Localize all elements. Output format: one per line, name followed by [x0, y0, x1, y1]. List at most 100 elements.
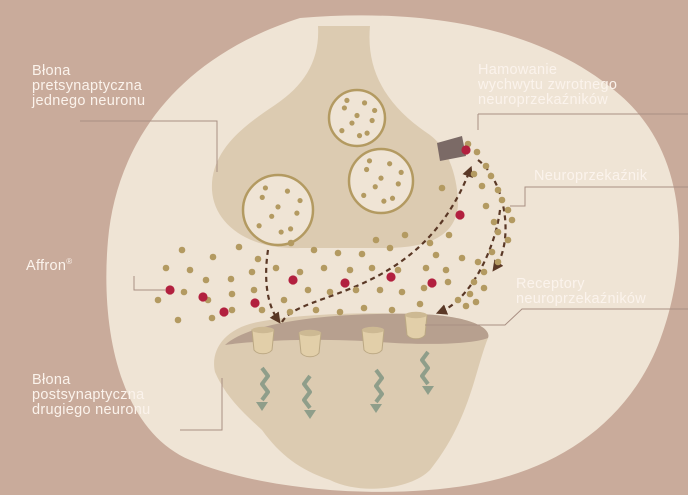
neurotransmitter-molecule	[505, 237, 512, 244]
neurotransmitter-molecule	[229, 307, 236, 314]
neurotransmitter-molecule	[423, 265, 430, 272]
neurotransmitter-molecule	[288, 240, 295, 247]
neurotransmitter-molecule	[463, 303, 470, 310]
affron-molecule	[165, 285, 174, 294]
neurotransmitter-molecule	[155, 297, 162, 304]
neurotransmitter-molecule	[499, 197, 506, 204]
label-line: Neuroprzekaźnik	[534, 169, 647, 184]
label-line: Receptory	[516, 277, 646, 292]
affron-molecule	[427, 278, 436, 287]
neurotransmitter-molecule	[181, 289, 188, 296]
label-line: Błona	[32, 373, 150, 388]
neurotransmitter-molecule	[509, 217, 516, 224]
label-line: drugiego neuronu	[32, 403, 150, 418]
neurotransmitter-molecule	[467, 291, 474, 298]
neurotransmitter-molecule	[445, 279, 452, 286]
neurotransmitter-molecule	[505, 207, 512, 214]
vesicle-molecule	[378, 176, 383, 181]
vesicle-molecule	[373, 184, 378, 189]
vesicle-molecule	[349, 120, 354, 125]
vesicle-molecule	[344, 98, 349, 103]
neurotransmitter-molecule	[443, 267, 450, 274]
label-affron: Affron®	[26, 259, 72, 274]
neurotransmitter-molecule	[209, 315, 216, 322]
neurotransmitter-molecule	[483, 203, 490, 210]
neurotransmitter-molecule	[249, 269, 256, 276]
neurotransmitter-molecule	[259, 307, 266, 314]
neurotransmitter-molecule	[421, 285, 428, 292]
affron-molecule	[219, 307, 228, 316]
neurotransmitter-molecule	[491, 219, 498, 226]
affron-molecule	[288, 275, 297, 284]
label-line: neuroprzekaźników	[478, 93, 617, 108]
label-postsynaptic-membrane: Błona postsynaptyczna drugiego neuronu	[32, 373, 150, 418]
vesicle-molecule	[381, 199, 386, 204]
affron-molecule	[461, 145, 470, 154]
vesicle-molecule	[294, 211, 299, 216]
vesicle-molecule	[339, 128, 344, 133]
neurotransmitter-molecule	[446, 232, 453, 239]
label-affron-text: Affron	[26, 258, 66, 274]
vesicle-molecule	[396, 181, 401, 186]
vesicle-molecule	[275, 204, 280, 209]
neurotransmitter-molecule	[273, 265, 280, 272]
label-line: postsynaptyczna	[32, 388, 150, 403]
label-line: jednego neuronu	[32, 94, 145, 109]
receptor	[362, 327, 384, 354]
neurotransmitter-molecule	[369, 265, 376, 272]
neurotransmitter-molecule	[459, 255, 466, 262]
label-line: neuroprzekaźników	[516, 292, 646, 307]
neurotransmitter-molecule	[251, 287, 258, 294]
receptor	[252, 327, 274, 354]
neurotransmitter-molecule	[321, 265, 328, 272]
receptor	[405, 312, 427, 339]
neurotransmitter-molecule	[337, 309, 344, 316]
vesicle-molecule	[297, 198, 302, 203]
neurotransmitter-molecule	[488, 173, 495, 180]
label-reuptake-inhibition: Hamowanie wychwytu zwrotnego neuroprzeka…	[478, 63, 617, 108]
neurotransmitter-molecule	[313, 307, 320, 314]
receptor	[299, 330, 321, 357]
neurotransmitter-molecule	[361, 305, 368, 312]
vesicle-molecule	[370, 118, 375, 123]
neurotransmitter-molecule	[455, 297, 462, 304]
neurotransmitter-molecule	[347, 267, 354, 274]
neurotransmitter-molecule	[495, 229, 502, 236]
neurotransmitter-molecule	[203, 277, 210, 284]
neurotransmitter-molecule	[471, 279, 478, 286]
neurotransmitter-molecule	[327, 289, 334, 296]
neurotransmitter-molecule	[402, 232, 409, 239]
vesicle-molecule	[263, 185, 268, 190]
neurotransmitter-molecule	[187, 267, 194, 274]
neurotransmitter-molecule	[481, 269, 488, 276]
neurotransmitter-molecule	[389, 307, 396, 314]
vesicle-molecule	[399, 170, 404, 175]
neurotransmitter-molecule	[427, 240, 434, 247]
affron-molecule	[198, 292, 207, 301]
label-presynaptic-membrane: Błona pretsynaptyczna jednego neuronu	[32, 64, 145, 109]
neurotransmitter-molecule	[439, 185, 446, 192]
neurotransmitter-molecule	[305, 287, 312, 294]
neurotransmitter-molecule	[395, 267, 402, 274]
neurotransmitter-molecule	[311, 247, 318, 254]
neurotransmitter-molecule	[287, 309, 294, 316]
vesicle-molecule	[387, 161, 392, 166]
label-line: wychwytu zwrotnego	[478, 78, 617, 93]
vesicle	[243, 175, 313, 245]
vesicle-molecule	[364, 167, 369, 172]
neurotransmitter-molecule	[229, 291, 236, 298]
label-line: pretsynaptyczna	[32, 79, 145, 94]
neurotransmitter-molecule	[475, 259, 482, 266]
vesicle-molecule	[257, 223, 262, 228]
neurotransmitter-molecule	[479, 183, 486, 190]
neurotransmitter-molecule	[297, 269, 304, 276]
vesicle-molecule	[260, 195, 265, 200]
vesicle-molecule	[279, 229, 284, 234]
neurotransmitter-molecule	[471, 171, 478, 178]
neurotransmitter-molecule	[335, 250, 342, 257]
label-line: Błona	[32, 64, 145, 79]
neurotransmitter-molecule	[495, 259, 502, 266]
affron-molecule	[386, 272, 395, 281]
neurotransmitter-molecule	[228, 276, 235, 283]
